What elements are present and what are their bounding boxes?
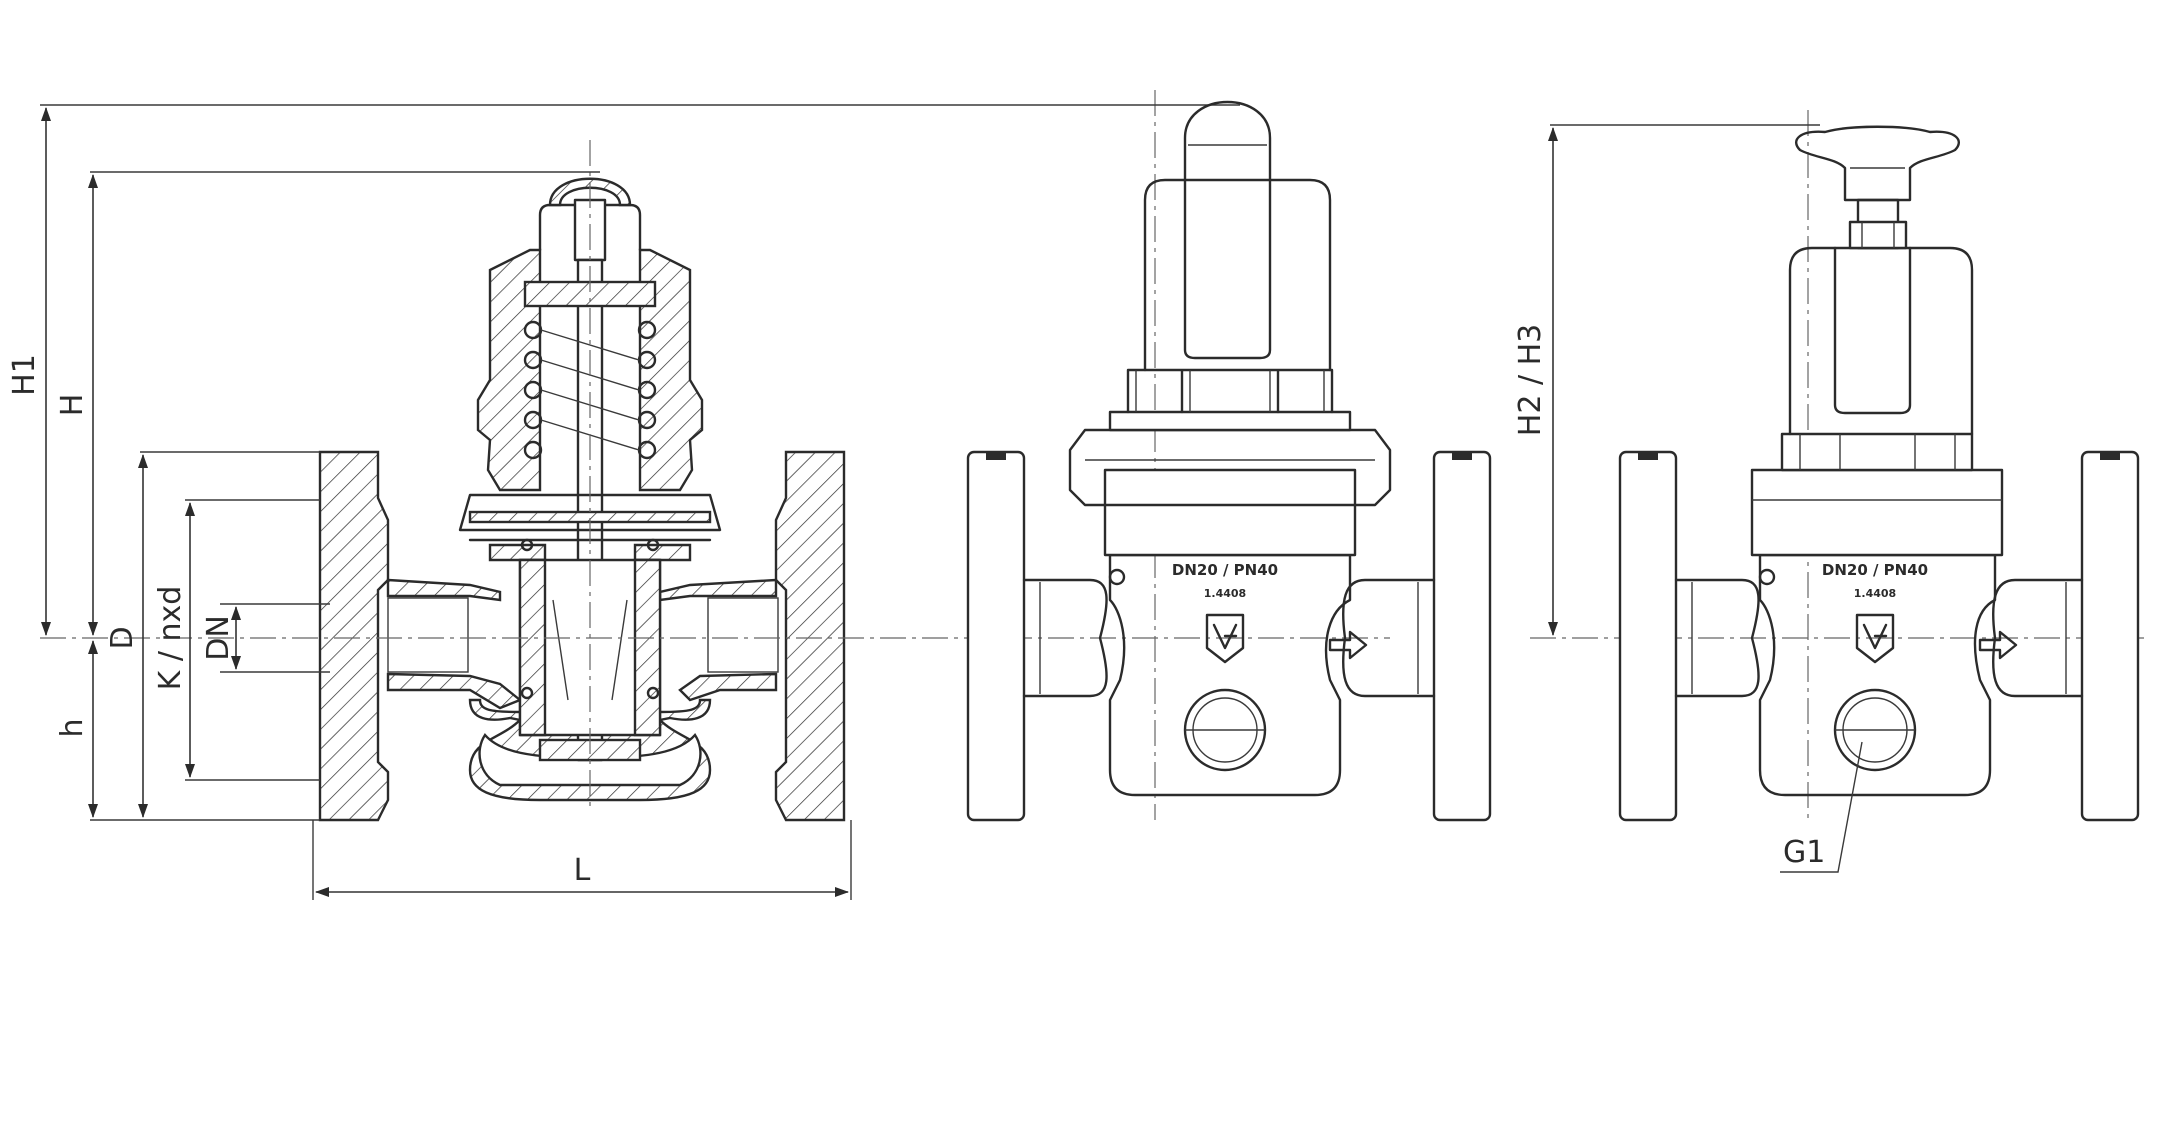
- marking-size-pressure-2: DN20 / PN40: [1822, 561, 1928, 579]
- handwheel-icon: [1795, 125, 1960, 202]
- dim-l: L: [574, 853, 591, 888]
- dim-h1: H1: [7, 354, 42, 396]
- dim-h2-h3: H2 / H3: [1513, 324, 1548, 436]
- flow-arrow-icon: [1978, 630, 2018, 660]
- dim-h: H: [55, 394, 90, 417]
- spring-coils: [523, 320, 657, 460]
- dim-d: D: [105, 626, 140, 649]
- front-view-dome: DN20 / PN40 1.4408: [966, 100, 1492, 822]
- dim-h-low: h: [55, 718, 90, 737]
- dim-k-nxd: K / nxd: [153, 586, 188, 691]
- dim-g1: G1: [1783, 835, 1825, 870]
- dim-dn: DN: [201, 615, 236, 661]
- dimension-lines: [40, 90, 2150, 900]
- gv-logo-icon: [1205, 613, 1245, 664]
- marking-material-2: 1.4408: [1854, 587, 1896, 600]
- flow-arrow-icon: [1328, 630, 1368, 660]
- marking-size-pressure: DN20 / PN40: [1172, 561, 1278, 579]
- front-view-handwheel: DN20 / PN40 1.4408: [1618, 125, 2140, 873]
- section-view: [318, 177, 846, 822]
- gv-logo-icon: [1855, 613, 1895, 664]
- marking-material: 1.4408: [1204, 587, 1246, 600]
- dimension-labels: H1 H D K / nxd DN h L H2 / H3 G1: [7, 324, 1825, 888]
